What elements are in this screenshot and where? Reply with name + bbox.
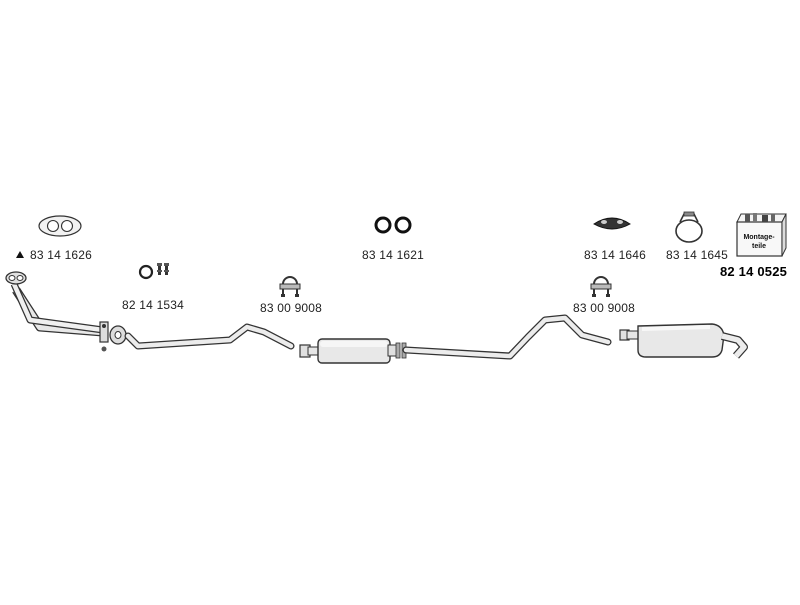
box-label-line2: teile: [752, 243, 766, 250]
part-number-rubber-hanger: 83 14 1646: [584, 248, 647, 262]
ring-and-bolts-icon: [138, 263, 169, 280]
front-pipe: [5, 271, 109, 352]
part-number-rings: 83 14 1621: [362, 248, 425, 262]
rear-muffler: [619, 323, 748, 359]
part-number-mounting-kit: 82 14 0525: [720, 264, 788, 279]
bracket-clamp-icon: [675, 211, 703, 243]
mounting-kit-box-icon: Montage- teile: [736, 213, 787, 257]
center-muffler: [299, 314, 612, 364]
rings-icon: [374, 216, 412, 234]
gasket-icon: [38, 215, 82, 237]
part-number-bracket-clamp: 83 14 1645: [666, 248, 729, 262]
part-number-clamp-1: 83 00 9008: [260, 301, 323, 315]
part-number-clamp-2: 83 00 9008: [573, 301, 636, 315]
rubber-hanger-icon: [593, 217, 631, 230]
triangle-marker-icon: [16, 251, 24, 258]
clamp-icon: [279, 276, 301, 297]
part-number-gasket-front: 83 14 1626: [30, 248, 93, 262]
part-number-mounting-kit-small: 82 14 1534: [122, 298, 185, 312]
box-label-line1: Montage-: [743, 234, 775, 241]
intermediate-pipe: [109, 323, 295, 350]
clamp-icon: [590, 276, 612, 297]
